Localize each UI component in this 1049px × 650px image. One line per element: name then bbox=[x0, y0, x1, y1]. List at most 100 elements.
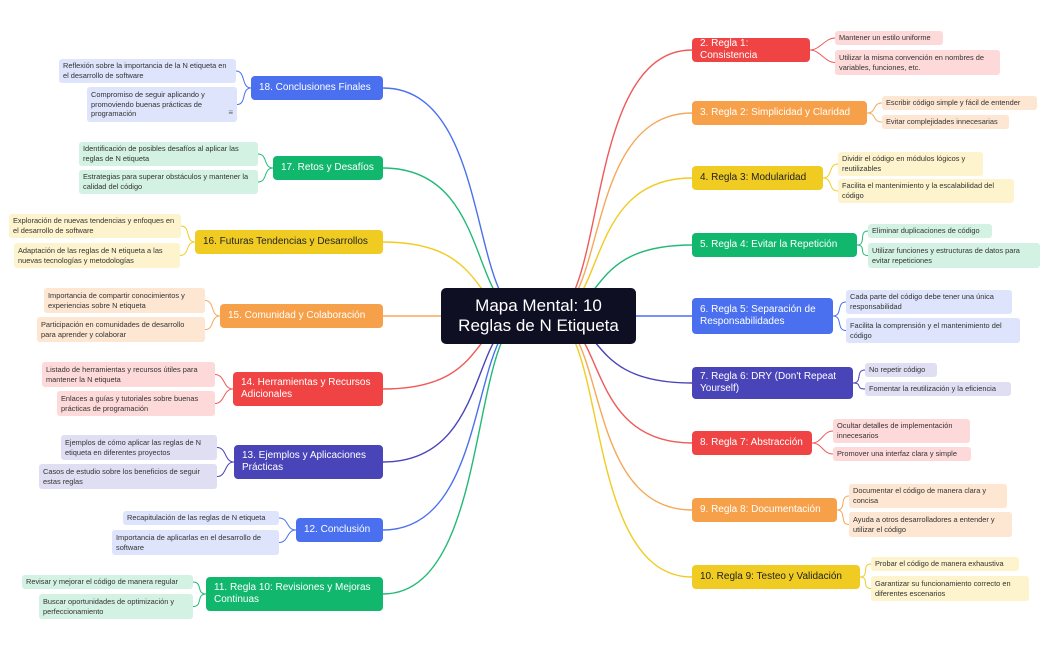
branch-r14[interactable]: 14. Herramientas y Recursos Adicionales bbox=[233, 372, 383, 406]
leaf-node[interactable]: Utilizar la misma convención en nombres … bbox=[835, 50, 1000, 75]
leaf-label: Recapitulación de las reglas de N etique… bbox=[127, 513, 266, 523]
branch-connector bbox=[547, 49, 693, 317]
leaf-node[interactable]: Cada parte del código debe tener una úni… bbox=[846, 290, 1012, 314]
leaf-node[interactable]: Exploración de nuevas tendencias y enfoq… bbox=[9, 214, 181, 238]
leaf-connector bbox=[809, 49, 836, 63]
central-topic-label: Mapa Mental: 10 Reglas de N Etiqueta bbox=[458, 296, 619, 335]
leaf-connector bbox=[278, 529, 297, 543]
leaf-connector bbox=[192, 593, 207, 607]
leaf-node[interactable]: Ocultar detalles de implementación innec… bbox=[833, 419, 970, 443]
branch-r7[interactable]: 8. Regla 7: Abstracción bbox=[692, 431, 812, 455]
leaf-connector bbox=[866, 102, 883, 114]
leaf-node[interactable]: Buscar oportunidades de optimización y p… bbox=[39, 594, 193, 619]
leaf-node[interactable]: Enlaces a guías y tutoriales sobre buena… bbox=[57, 391, 215, 416]
leaf-node[interactable]: Participación en comunidades de desarrol… bbox=[37, 317, 205, 342]
branch-r5[interactable]: 6. Regla 5: Separación de Responsabilida… bbox=[692, 298, 833, 334]
leaf-connector bbox=[832, 315, 847, 331]
leaf-node[interactable]: Casos de estudio sobre los beneficios de… bbox=[39, 464, 217, 489]
leaf-connector bbox=[216, 461, 235, 477]
branch-r3[interactable]: 4. Regla 3: Modularidad bbox=[692, 166, 823, 190]
branch-r13[interactable]: 13. Ejemplos y Aplicaciones Prácticas bbox=[234, 445, 383, 479]
branch-r2[interactable]: 3. Regla 2: Simplicidad y Claridad bbox=[692, 101, 867, 125]
branch-label: 8. Regla 7: Abstracción bbox=[700, 437, 803, 448]
leaf-connector bbox=[179, 241, 196, 256]
leaf-node[interactable]: Mantener un estilo uniforme bbox=[835, 31, 943, 45]
branch-label: 4. Regla 3: Modularidad bbox=[700, 172, 807, 183]
leaf-node[interactable]: Ayuda a otros desarrolladores a entender… bbox=[849, 512, 1012, 537]
branch-label: 17. Retos y Desafíos bbox=[281, 162, 374, 173]
leaf-node[interactable]: Adaptación de las reglas de N etiqueta a… bbox=[14, 243, 180, 268]
leaf-connector bbox=[811, 442, 834, 455]
branch-r15[interactable]: 15. Comunidad y Colaboración bbox=[220, 304, 383, 328]
leaf-node[interactable]: Recapitulación de las reglas de N etique… bbox=[123, 511, 279, 525]
leaf-label: No repetir código bbox=[869, 365, 926, 375]
leaf-connector bbox=[204, 315, 221, 330]
branch-r4[interactable]: 5. Regla 4: Evitar la Repetición bbox=[692, 233, 857, 257]
leaf-node[interactable]: Facilita la comprensión y el mantenimien… bbox=[846, 318, 1020, 343]
leaf-node[interactable]: No repetir código bbox=[865, 363, 937, 377]
branch-r8[interactable]: 9. Regla 8: Documentación bbox=[692, 498, 837, 522]
branch-r18[interactable]: 18. Conclusiones Finales bbox=[251, 76, 383, 100]
leaf-node[interactable]: Promover una interfaz clara y simple bbox=[833, 447, 971, 461]
leaf-node[interactable]: Importancia de compartir conocimientos y… bbox=[44, 288, 205, 313]
branch-label: 13. Ejemplos y Aplicaciones Prácticas bbox=[242, 450, 366, 473]
leaf-label: Enlaces a guías y tutoriales sobre buena… bbox=[61, 393, 199, 413]
leaf-label: Adaptación de las reglas de N etiqueta a… bbox=[18, 245, 163, 265]
branch-connector bbox=[547, 315, 693, 511]
leaf-node[interactable]: Estrategias para superar obstáculos y ma… bbox=[79, 170, 258, 194]
branch-r11[interactable]: 11. Regla 10: Revisiones y Mejoras Conti… bbox=[206, 577, 383, 611]
leaf-node[interactable]: Garantizar su funcionamiento correcto en… bbox=[871, 576, 1029, 601]
leaf-label: Eliminar duplicaciones de código bbox=[872, 226, 980, 236]
leaf-node[interactable]: Listado de herramientas y recursos útile… bbox=[42, 362, 215, 387]
leaf-connector bbox=[235, 70, 252, 89]
leaf-label: Revisar y mejorar el código de manera re… bbox=[26, 577, 178, 587]
notes-icon[interactable]: ≡ bbox=[228, 108, 233, 118]
leaf-node[interactable]: Importancia de aplicarlas en el desarrol… bbox=[112, 530, 279, 555]
branch-r6[interactable]: 7. Regla 6: DRY (Don't Repeat Yourself) bbox=[692, 367, 853, 399]
leaf-node[interactable]: Ejemplos de cómo aplicar las reglas de N… bbox=[61, 435, 217, 460]
leaf-label: Evitar complejidades innecesarias bbox=[886, 117, 998, 127]
leaf-node[interactable]: Dividir el código en módulos lógicos y r… bbox=[838, 152, 983, 176]
leaf-label: Ayuda a otros desarrolladores a entender… bbox=[853, 514, 995, 534]
leaf-node[interactable]: Utilizar funciones y estructuras de dato… bbox=[868, 243, 1040, 268]
branch-r16[interactable]: 16. Futuras Tendencias y Desarrollos bbox=[195, 230, 383, 254]
leaf-node[interactable]: Fomentar la reutilización y la eficienci… bbox=[865, 382, 1011, 396]
leaf-connector bbox=[236, 87, 252, 105]
branch-r17[interactable]: 17. Retos y Desafíos bbox=[273, 156, 383, 180]
leaf-node[interactable]: Documentar el código de manera clara y c… bbox=[849, 484, 1007, 508]
leaf-node[interactable]: Evitar complejidades innecesarias bbox=[882, 115, 1009, 129]
leaf-node[interactable]: Eliminar duplicaciones de código bbox=[868, 224, 992, 238]
leaf-label: Reflexión sobre la importancia de la N e… bbox=[63, 61, 227, 80]
leaf-node[interactable]: Revisar y mejorar el código de manera re… bbox=[22, 575, 193, 589]
central-topic[interactable]: Mapa Mental: 10 Reglas de N Etiqueta bbox=[441, 288, 636, 344]
leaf-connector bbox=[214, 374, 234, 390]
leaf-connector bbox=[811, 430, 834, 444]
leaf-connector bbox=[257, 153, 274, 169]
leaf-connector bbox=[856, 244, 869, 256]
leaf-label: Compromiso de seguir aplicando y promovi… bbox=[91, 90, 205, 119]
leaf-node[interactable]: Escribir código simple y fácil de entend… bbox=[882, 96, 1037, 110]
leaf-connector bbox=[180, 225, 196, 243]
leaf-connector bbox=[278, 517, 297, 531]
branch-r1[interactable]: 2. Regla 1: Consistencia bbox=[692, 38, 810, 62]
leaf-connector bbox=[866, 112, 883, 123]
leaf-label: Ocultar detalles de implementación innec… bbox=[837, 421, 953, 440]
leaf-label: Garantizar su funcionamiento correcto en… bbox=[875, 578, 1011, 598]
leaf-label: Escribir código simple y fácil de entend… bbox=[886, 98, 1021, 108]
leaf-node[interactable]: Reflexión sobre la importancia de la N e… bbox=[59, 59, 236, 83]
branch-r12[interactable]: 12. Conclusión bbox=[296, 518, 383, 542]
leaf-label: Importancia de aplicarlas en el desarrol… bbox=[116, 532, 262, 552]
leaf-connector bbox=[852, 382, 866, 390]
leaf-connector bbox=[836, 509, 850, 525]
leaf-label: Casos de estudio sobre los beneficios de… bbox=[43, 466, 200, 486]
leaf-label: Facilita la comprensión y el mantenimien… bbox=[850, 320, 1002, 340]
branch-label: 16. Futuras Tendencias y Desarrollos bbox=[203, 236, 368, 247]
leaf-node[interactable]: Identificación de posibles desafíos al a… bbox=[79, 142, 258, 166]
leaf-node[interactable]: Probar el código de manera exhaustiva bbox=[871, 557, 1019, 571]
leaf-node[interactable]: Compromiso de seguir aplicando y promovi… bbox=[87, 87, 237, 122]
leaf-label: Participación en comunidades de desarrol… bbox=[41, 319, 185, 339]
leaf-node[interactable]: Facilita el mantenimiento y la escalabil… bbox=[838, 179, 1014, 203]
leaf-label: Dividir el código en módulos lógicos y r… bbox=[842, 154, 966, 173]
leaf-connector bbox=[832, 301, 847, 317]
branch-r9[interactable]: 10. Regla 9: Testeo y Validación bbox=[692, 565, 860, 589]
